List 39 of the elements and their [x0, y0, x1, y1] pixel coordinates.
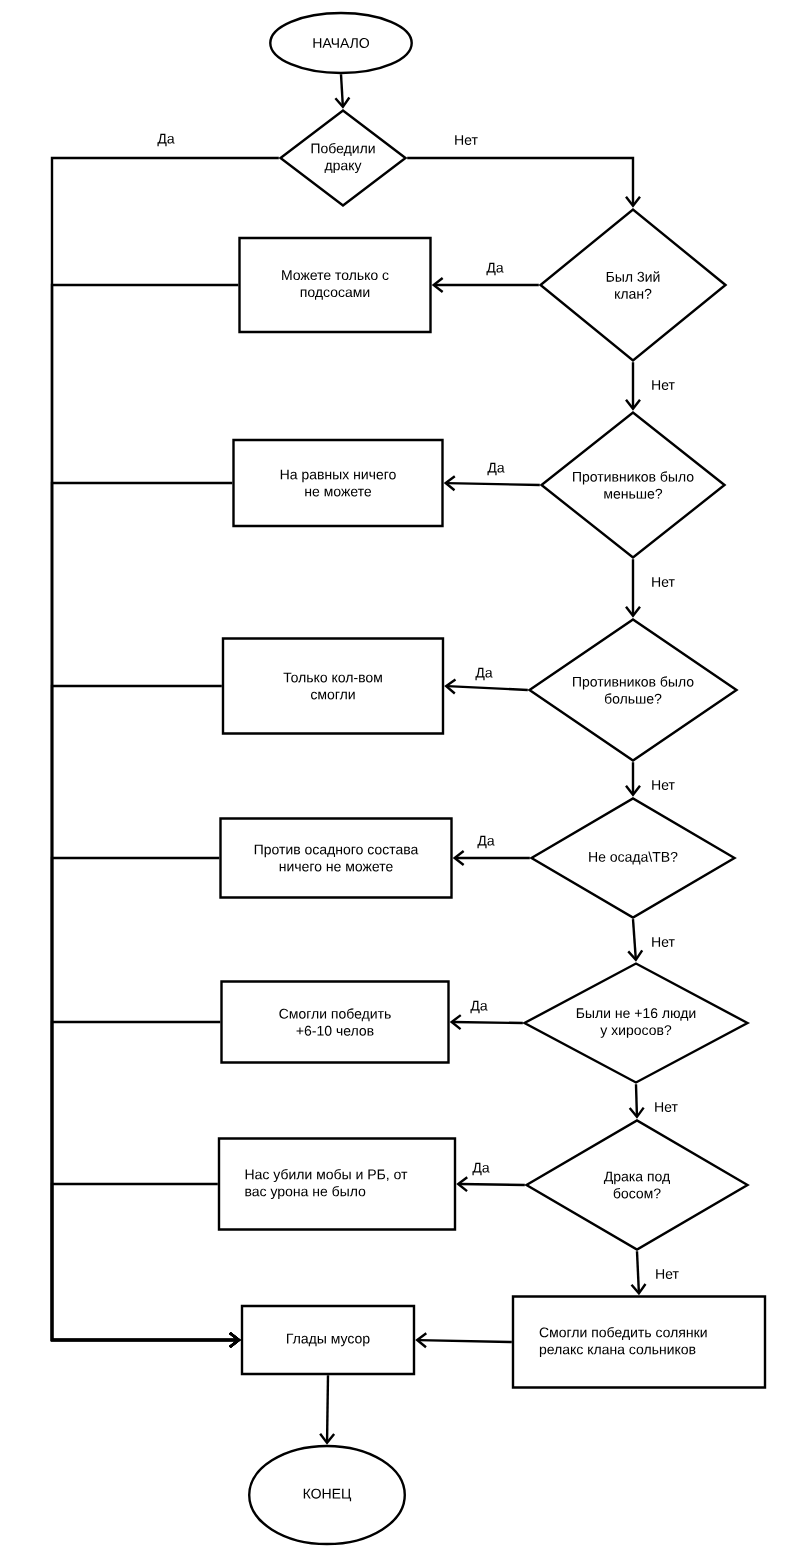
edge-label: Нет [654, 1268, 680, 1280]
process-box: Смогли победить +6-10 челов [220, 980, 450, 1064]
process-box: Нас убили мобы и РБ, от вас урона не было [217, 1137, 457, 1231]
process-box: Глады мусор [240, 1304, 416, 1376]
edge-label: Да [471, 1161, 491, 1177]
edge-label: Нет [453, 134, 479, 146]
edge-label: Нет [650, 936, 676, 948]
arrow [334, 74, 351, 109]
process-box: Только кол-вом смогли [221, 637, 445, 735]
arrow [449, 1014, 523, 1031]
edge-label: Да [469, 999, 489, 1015]
process-box: Можете только с подсосами [238, 236, 432, 334]
arrow [628, 1084, 645, 1119]
arrow [630, 1251, 647, 1296]
process-box: На равных ничего не можете [232, 438, 444, 528]
arrow [415, 1332, 512, 1349]
arrow [452, 850, 530, 866]
arrow [431, 277, 539, 293]
arrow [625, 559, 641, 618]
arrow [625, 762, 641, 797]
process-box: Против осадного состава ничего не можете [219, 817, 453, 899]
edge-label: Да [156, 132, 176, 148]
edge-label: Нет [650, 576, 676, 588]
process-box: Смогли победить солянки релакс клана сольников [511, 1295, 767, 1389]
edge-label: Да [476, 834, 496, 850]
arrow [625, 362, 641, 411]
edge-label: Нет [653, 1101, 679, 1113]
arrow [444, 678, 528, 695]
edge-label: Нет [650, 779, 676, 791]
arrow [456, 1176, 525, 1193]
arrow [50, 1182, 241, 1348]
arrow [407, 156, 641, 208]
edge-label: Нет [650, 379, 676, 391]
edge-label: Да [474, 666, 494, 682]
edge-label: Да [485, 261, 505, 277]
arrow [627, 919, 644, 962]
arrow [319, 1375, 336, 1445]
edge-label: Да [486, 461, 506, 477]
arrow [443, 475, 540, 492]
